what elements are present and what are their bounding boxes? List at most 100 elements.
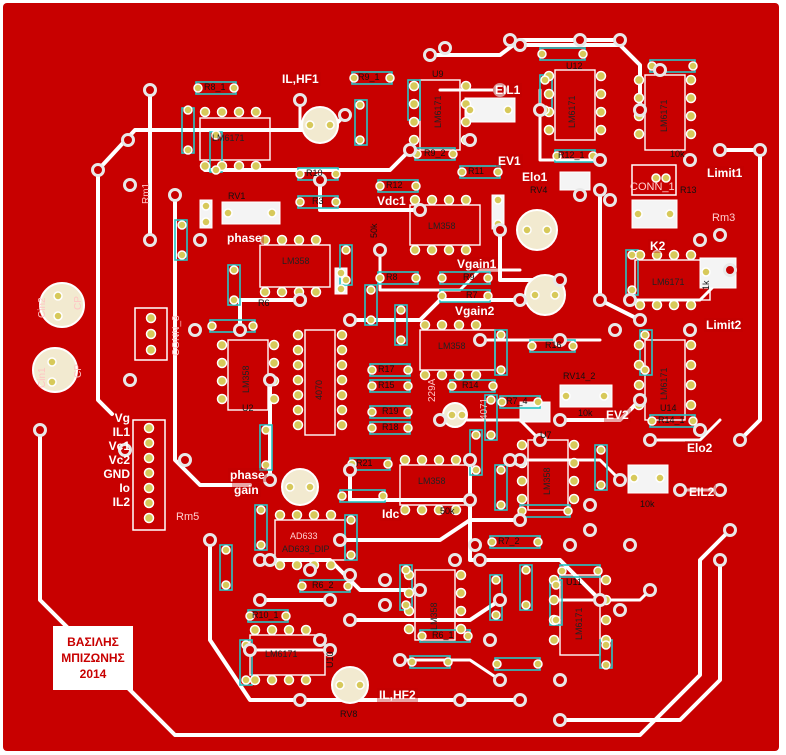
pad <box>274 509 286 521</box>
pad <box>403 407 413 417</box>
ref-conn1: CONN_1 <box>630 181 675 193</box>
pad <box>634 299 646 311</box>
pad <box>399 504 411 516</box>
via <box>303 563 317 577</box>
pad <box>256 540 266 550</box>
ref-r21: R21 <box>356 458 373 468</box>
via <box>423 48 437 62</box>
pad <box>336 359 348 371</box>
pad <box>496 330 506 340</box>
via <box>493 593 507 607</box>
label-k2: K2 <box>648 239 668 253</box>
via <box>33 423 47 437</box>
via <box>623 293 637 307</box>
pad <box>241 675 251 685</box>
pad <box>266 674 278 686</box>
via <box>233 323 247 337</box>
pad <box>633 209 643 219</box>
chip-u-top-left: LM6171 <box>212 133 245 143</box>
via <box>203 533 217 547</box>
via <box>323 643 337 657</box>
pad <box>403 423 413 433</box>
pad <box>250 160 262 172</box>
pad <box>276 286 288 298</box>
pad <box>463 631 473 641</box>
via <box>188 323 202 337</box>
via <box>493 673 507 687</box>
label-vgain1: Vgain1 <box>455 257 499 271</box>
ref-val-10k-2: 10k <box>578 408 593 418</box>
pad <box>470 319 482 331</box>
ref-r14: R14 <box>462 380 479 390</box>
via <box>121 133 135 147</box>
label-eil2: EIL2 <box>687 485 717 499</box>
pad <box>503 105 513 115</box>
pad <box>261 425 271 435</box>
pad <box>453 319 465 331</box>
chip-u-u7: LM358 <box>542 467 552 495</box>
pad <box>211 130 221 140</box>
pad <box>216 106 228 118</box>
pad <box>285 482 295 492</box>
pad <box>483 273 493 283</box>
pad <box>383 459 393 469</box>
pad <box>688 61 698 71</box>
pad <box>310 286 322 298</box>
ref-val-50k-1: 50k <box>369 223 379 238</box>
ref-u12: U12 <box>566 61 583 71</box>
pad <box>516 493 528 505</box>
via <box>623 538 637 552</box>
pad <box>325 559 337 571</box>
pad <box>367 423 377 433</box>
pad <box>199 106 211 118</box>
label-idc: Idc <box>380 507 402 521</box>
pad <box>596 445 606 455</box>
pad <box>336 268 346 278</box>
pad <box>542 225 552 235</box>
label-il-hf1: IL,HF1 <box>280 72 321 86</box>
ref-r18: R18 <box>382 422 399 432</box>
pad <box>563 506 573 516</box>
label-phase: phase <box>225 231 264 245</box>
via <box>633 103 647 117</box>
pad <box>595 124 607 136</box>
pad <box>259 234 271 246</box>
pad <box>447 381 457 391</box>
pad <box>417 631 427 641</box>
label-ev1: EV1 <box>496 154 523 168</box>
via <box>448 553 462 567</box>
ref-r9: R9 <box>463 272 475 282</box>
ref-r3: R3 <box>312 196 324 206</box>
pad <box>216 357 228 369</box>
pad <box>457 167 467 177</box>
via <box>473 333 487 347</box>
ref-r15: R15 <box>378 380 395 390</box>
pad <box>633 74 645 86</box>
via <box>603 193 617 207</box>
via <box>373 243 387 257</box>
via <box>313 633 327 647</box>
pad <box>53 291 63 301</box>
credit-line3: 2014 <box>79 667 107 681</box>
via <box>683 323 697 337</box>
ref-rv8: RV8 <box>340 709 358 719</box>
via <box>263 553 277 567</box>
pad <box>336 329 348 341</box>
chip-u-bottom-right: LM6171 <box>574 607 584 640</box>
pad <box>292 329 304 341</box>
via <box>533 103 547 117</box>
pin-label-il1: IL1 <box>112 425 130 439</box>
pad <box>627 250 637 260</box>
pad <box>548 634 560 646</box>
pad <box>249 674 261 686</box>
pad <box>522 225 532 235</box>
vias <box>33 33 767 727</box>
pad <box>601 660 611 670</box>
pad <box>486 430 496 440</box>
pad <box>245 611 255 621</box>
pad <box>443 657 453 667</box>
pad <box>177 220 187 230</box>
via <box>378 573 392 587</box>
pad <box>578 49 588 59</box>
